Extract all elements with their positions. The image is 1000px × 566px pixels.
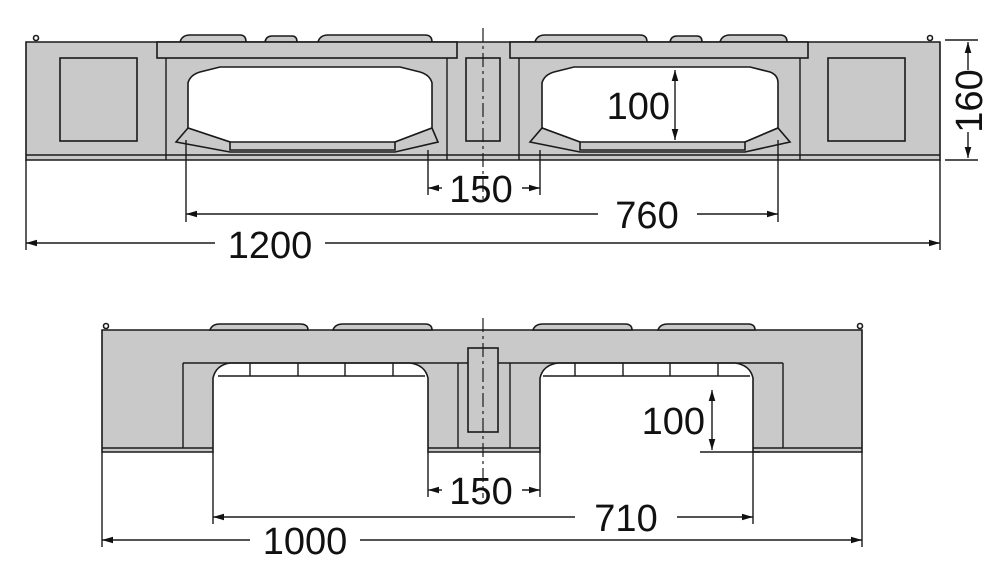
block-recess-right	[827, 57, 906, 142]
block-recess-left	[59, 57, 138, 142]
dim-total-length-label: 1200	[228, 225, 313, 267]
fork-opening-left	[187, 66, 433, 143]
dim-opening-span-label: 760	[615, 195, 678, 237]
pallet-side-view-1200: 160 100 150 760 1200	[25, 28, 991, 267]
dim-total-length-label: 1000	[263, 521, 348, 563]
dim-opening-height-label: 100	[642, 401, 705, 443]
pallet-side-view-1000: 100 150 710 1000	[101, 318, 864, 563]
dim-height-label: 160	[949, 69, 991, 132]
dim-center-block-label: 150	[449, 471, 512, 513]
dim-opening-span-label: 710	[594, 498, 657, 540]
dim-opening-height-label: 100	[607, 86, 670, 128]
dim-center-block-label: 150	[449, 169, 512, 211]
fork-opening-right	[541, 66, 779, 143]
